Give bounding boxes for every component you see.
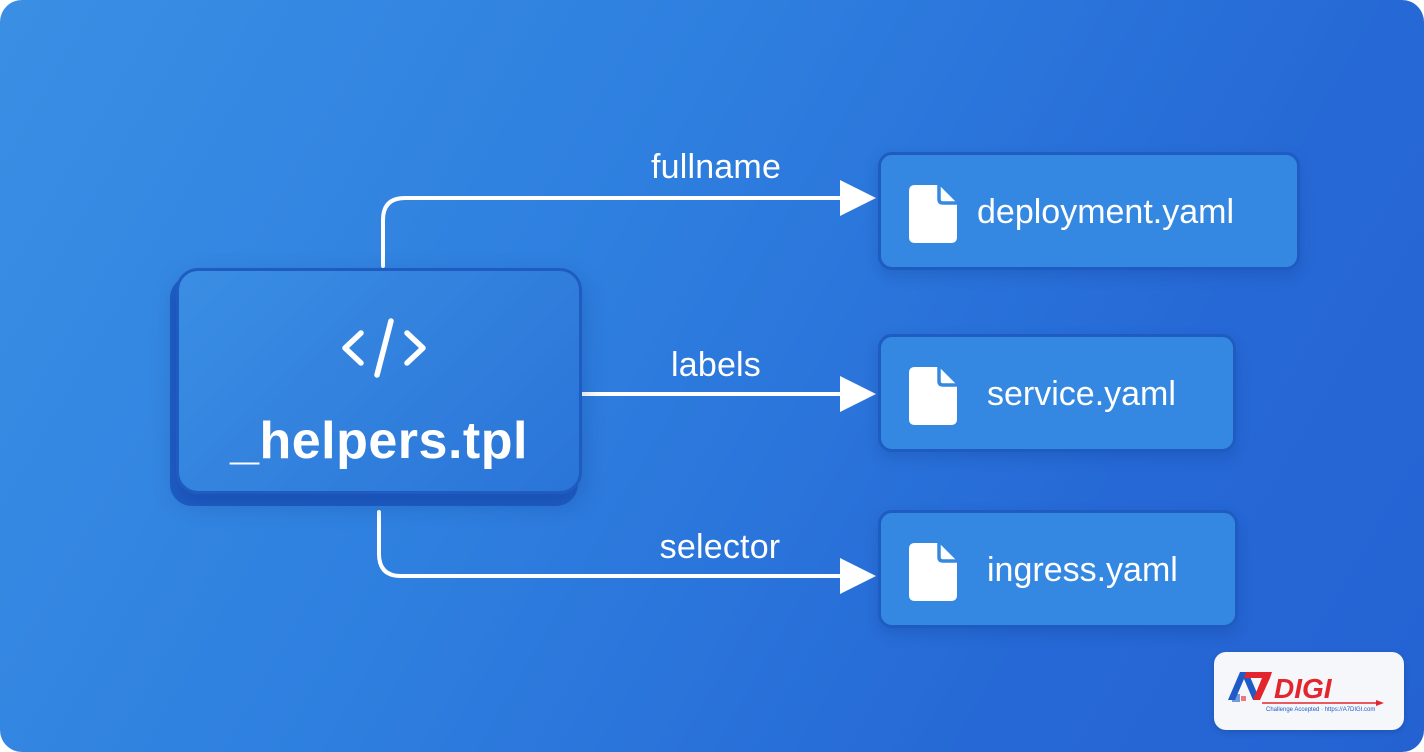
arrowhead-fullname — [840, 180, 876, 216]
edge-label-labels: labels — [670, 346, 762, 384]
arrowhead-labels — [840, 376, 876, 412]
target-node-ingress: ingress.yaml — [878, 510, 1238, 628]
file-icon — [909, 185, 957, 243]
target-node-service: service.yaml — [878, 334, 1236, 452]
source-node-label: _helpers.tpl — [230, 412, 528, 470]
target-node-deployment: deployment.yaml — [878, 152, 1300, 270]
code-icon — [342, 318, 426, 378]
edge-line-selector — [377, 510, 844, 578]
target-node-label: ingress.yaml — [987, 551, 1178, 589]
target-node-label: deployment.yaml — [977, 193, 1235, 231]
edge-line-fullname — [381, 196, 844, 268]
arrowhead-selector — [840, 558, 876, 594]
edge-label-fullname: fullname — [650, 148, 782, 186]
svg-text:DIGI: DIGI — [1274, 673, 1333, 704]
file-icon — [909, 367, 957, 425]
edge-label-selector: selector — [659, 528, 781, 566]
target-node-label: service.yaml — [987, 375, 1176, 413]
svg-text:Challenge Accepted · https://A: Challenge Accepted · https://A7DIGI.com — [1266, 707, 1375, 713]
file-icon — [909, 543, 957, 601]
a7digi-logo-icon: DIGI Challenge Accepted · https://A7DIGI… — [1228, 672, 1384, 713]
source-node-helpers: _helpers.tpl — [170, 268, 582, 506]
brand-logo: DIGI Challenge Accepted · https://A7DIGI… — [1214, 652, 1404, 730]
